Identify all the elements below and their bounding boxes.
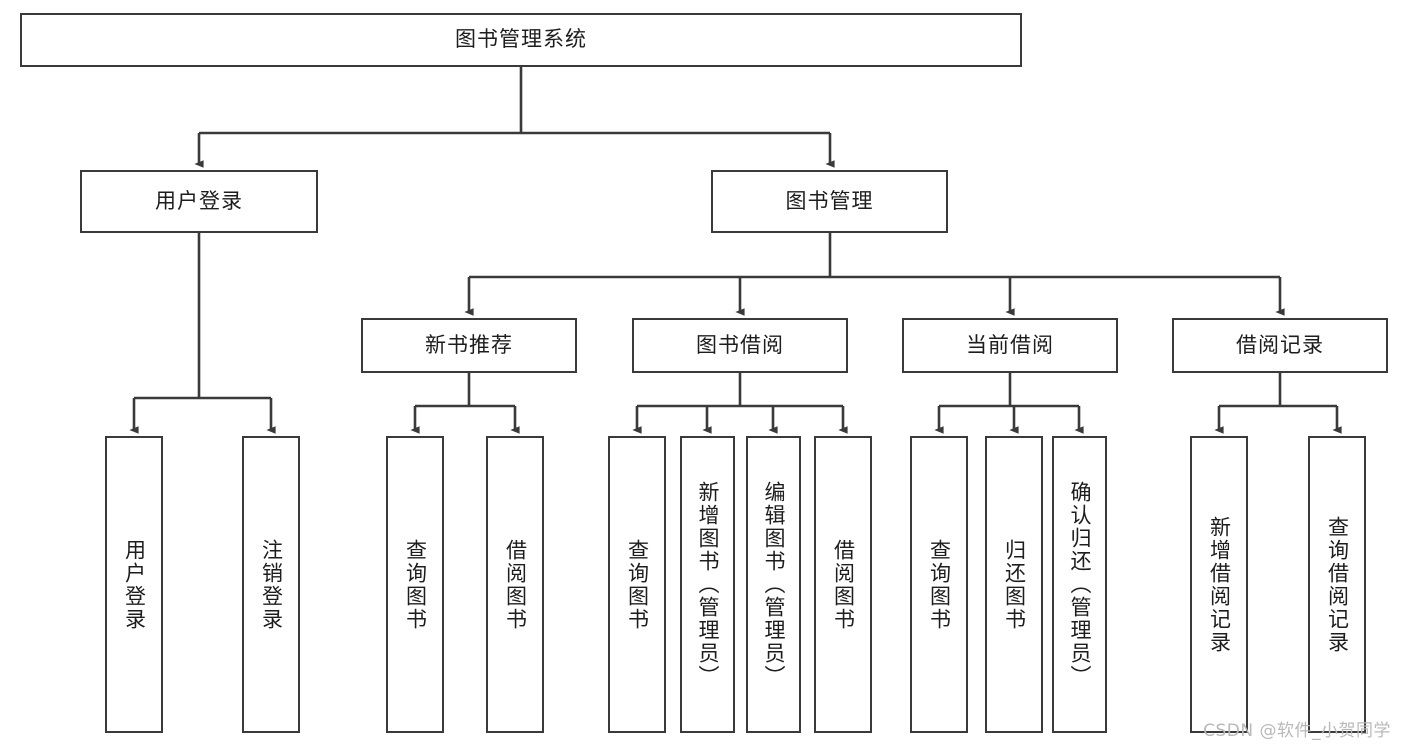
node-book-manage-label: 图书管理 — [785, 188, 874, 213]
leaf-borrow-book[interactable]: 借阅图书 — [814, 436, 872, 733]
leaf-user-logout[interactable]: 注销登录 — [242, 436, 300, 733]
node-current-borrow-label: 当前借阅 — [966, 332, 1054, 357]
leaf-add-book-admin-label: 新增图书（管理员） — [695, 481, 720, 688]
leaf-query-book-current-label: 查询图书 — [927, 538, 952, 631]
node-user-login[interactable]: 用户登录 — [80, 170, 318, 233]
leaf-query-borrow-record[interactable]: 查询借阅记录 — [1308, 436, 1366, 733]
leaf-borrow-book-recommend-label: 借阅图书 — [503, 538, 528, 631]
leaf-add-borrow-record-label: 新增借阅记录 — [1207, 515, 1232, 654]
node-root-label: 图书管理系统 — [455, 27, 587, 52]
node-borrow-record-label: 借阅记录 — [1236, 332, 1324, 357]
leaf-user-login[interactable]: 用户登录 — [105, 436, 163, 733]
leaf-return-book[interactable]: 归还图书 — [985, 436, 1043, 733]
leaf-add-book-admin[interactable]: 新增图书（管理员） — [680, 436, 735, 733]
node-book-manage[interactable]: 图书管理 — [711, 170, 948, 233]
leaf-confirm-return-admin-label: 确认归还（管理员） — [1067, 481, 1092, 688]
node-root[interactable]: 图书管理系统 — [20, 13, 1022, 67]
leaf-add-borrow-record[interactable]: 新增借阅记录 — [1190, 436, 1248, 733]
leaf-edit-book-admin[interactable]: 编辑图书（管理员） — [746, 436, 801, 733]
node-book-borrow[interactable]: 图书借阅 — [632, 318, 848, 373]
leaf-borrow-book-recommend[interactable]: 借阅图书 — [486, 436, 544, 733]
leaf-query-book-current[interactable]: 查询图书 — [910, 436, 968, 733]
leaf-query-book-recommend[interactable]: 查询图书 — [386, 436, 444, 733]
leaf-user-logout-label: 注销登录 — [259, 538, 284, 631]
node-new-book-recommend-label: 新书推荐 — [425, 332, 513, 357]
node-book-borrow-label: 图书借阅 — [696, 332, 784, 357]
leaf-query-book-recommend-label: 查询图书 — [403, 538, 428, 631]
leaf-edit-book-admin-label: 编辑图书（管理员） — [761, 481, 786, 688]
node-current-borrow[interactable]: 当前借阅 — [902, 318, 1118, 373]
leaf-query-book-borrow[interactable]: 查询图书 — [608, 436, 666, 733]
leaf-query-book-borrow-label: 查询图书 — [625, 538, 650, 631]
leaf-borrow-book-label: 借阅图书 — [831, 538, 856, 631]
leaf-query-borrow-record-label: 查询借阅记录 — [1325, 515, 1350, 654]
node-borrow-record[interactable]: 借阅记录 — [1172, 318, 1388, 373]
leaf-confirm-return-admin[interactable]: 确认归还（管理员） — [1052, 436, 1107, 733]
node-user-login-label: 用户登录 — [155, 188, 243, 213]
leaf-user-login-label: 用户登录 — [122, 538, 147, 631]
leaf-return-book-label: 归还图书 — [1002, 538, 1027, 631]
watermark: CSDN @软件_小贺同学 — [1203, 721, 1391, 741]
node-new-book-recommend[interactable]: 新书推荐 — [361, 318, 577, 373]
